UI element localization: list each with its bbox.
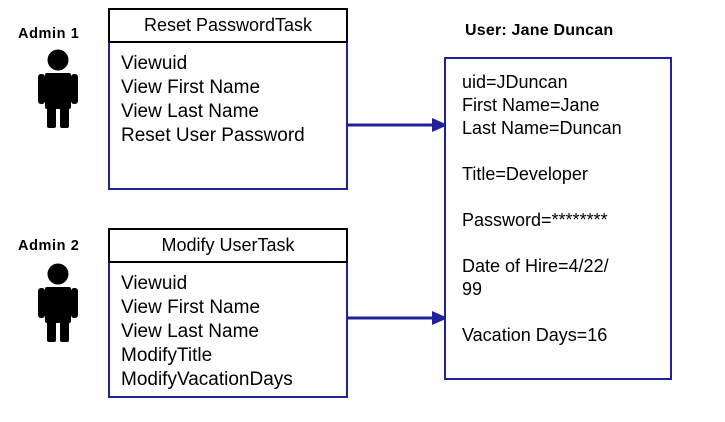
user-attribute: 99: [462, 279, 483, 299]
task-operation: Viewuid: [121, 53, 188, 74]
task-operations-reset-password: Viewuid View First Name View Last Name R…: [108, 43, 348, 190]
task-operation: View First Name: [121, 77, 261, 98]
actor-label-admin-2: Admin 2: [18, 238, 80, 254]
task-title-modify-user: Modify UserTask: [108, 228, 348, 263]
user-attribute: uid=JDuncan: [462, 72, 568, 92]
user-attribute: Vacation Days=16: [462, 325, 608, 345]
person-icon: [30, 262, 86, 342]
actor-label-admin-1: Admin 1: [18, 26, 80, 42]
task-operation: ModifyVacationDays: [121, 369, 293, 390]
user-attribute: Date of Hire=4/22/: [462, 256, 609, 276]
person-icon: [30, 48, 86, 128]
user-attribute: Last Name=Duncan: [462, 118, 622, 138]
task-operation: Viewuid: [121, 273, 188, 294]
user-attribute: Password=********: [462, 210, 608, 230]
user-attribute: First Name=Jane: [462, 95, 600, 115]
modify-user-task-box: Modify UserTask Viewuid View First Name …: [108, 228, 348, 398]
task-operation: ModifyTitle: [121, 345, 213, 366]
reset-password-task-box: Reset PasswordTask Viewuid View First Na…: [108, 8, 348, 190]
user-object-box: uid=JDuncan First Name=Jane Last Name=Du…: [444, 57, 672, 380]
connector-arrow-modify-user-to-user: [348, 311, 448, 325]
task-title-reset-password: Reset PasswordTask: [108, 8, 348, 43]
task-operation: View Last Name: [121, 321, 259, 342]
user-object-heading: User: Jane Duncan: [465, 22, 614, 39]
task-operation: Reset User Password: [121, 125, 305, 146]
connector-arrow-reset-password-to-user: [348, 118, 448, 132]
task-operation: View Last Name: [121, 101, 259, 122]
task-operations-modify-user: Viewuid View First Name View Last Name M…: [108, 263, 348, 398]
task-operation: View First Name: [121, 297, 261, 318]
user-attribute: Title=Developer: [462, 164, 588, 184]
